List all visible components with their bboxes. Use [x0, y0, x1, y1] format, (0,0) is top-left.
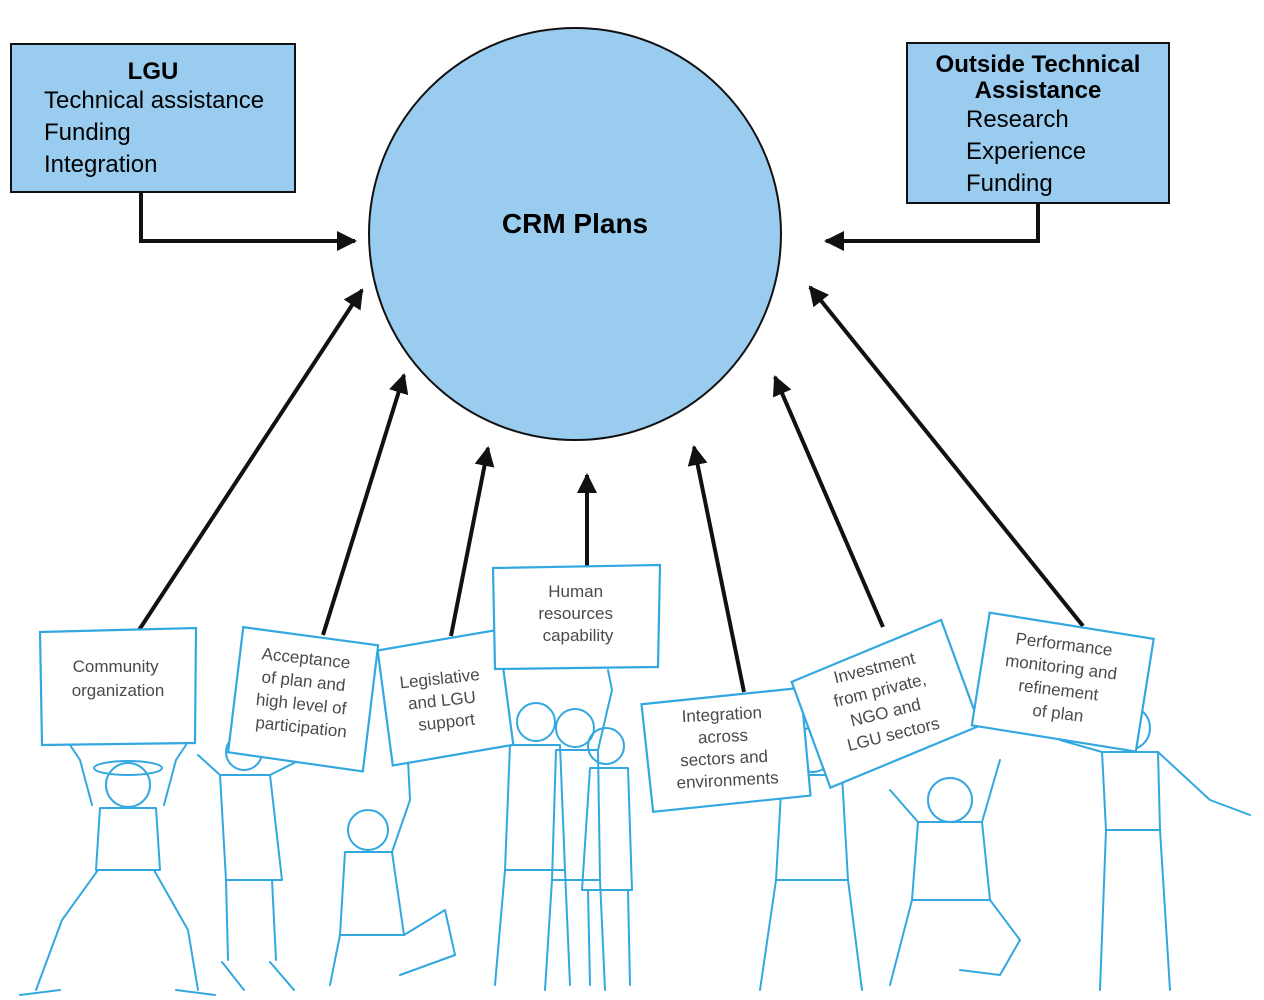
ota-title-line2: Assistance — [974, 77, 1102, 104]
ota-title-line1: Outside Technical — [935, 51, 1141, 78]
sign-line: resources — [538, 604, 613, 623]
sign-line: Human — [548, 582, 603, 601]
sign-line: capability — [543, 626, 614, 645]
crm-plans-circle — [368, 27, 782, 441]
ota-connector-arrow — [824, 204, 1040, 251]
arrow-legislative — [449, 446, 495, 637]
sign-community-organization: Community organization — [38, 626, 198, 747]
lgu-item: Funding — [44, 119, 131, 146]
lgu-item: Technical assistance — [44, 87, 265, 114]
ota-item: Research — [966, 106, 1069, 133]
sign-line: across — [697, 726, 748, 748]
outside-technical-assistance-box: Outside Technical Assistance Research Ex… — [906, 42, 1170, 204]
arrow-acceptance — [321, 373, 409, 636]
sign-acceptance: Acceptance of plan and high level of par… — [226, 625, 380, 773]
people-illustration — [19, 669, 1251, 996]
arrow-community-organization — [137, 288, 364, 632]
sign-line: Integration — [681, 703, 762, 726]
sign-investment: Investment from private, NGO and LGU sec… — [790, 618, 982, 790]
ota-item: Funding — [966, 170, 1053, 197]
sign-human-resources: Human resources capability — [491, 563, 662, 671]
svg-text:Community organization: Community organization — [72, 657, 165, 700]
sign-integration: Integration across sectors and environme… — [640, 686, 812, 814]
sign-performance: Performance monitoring and refinement of… — [970, 611, 1155, 753]
sign-line: organization — [72, 681, 165, 700]
crm-plans-label: CRM Plans — [501, 208, 649, 239]
lgu-box: LGU Technical assistance Funding Integra… — [10, 43, 296, 193]
lgu-item: Integration — [44, 151, 158, 178]
arrow-performance — [808, 285, 1085, 628]
arrow-investment — [772, 375, 885, 628]
lgu-connector-arrow — [139, 193, 357, 251]
sign-legislative: Legislative and LGU support — [376, 628, 515, 767]
svg-text:Human resources ca: Human resources capability — [538, 582, 617, 645]
lgu-title: LGU — [127, 58, 179, 85]
ota-item: Experience — [966, 138, 1087, 165]
arrow-integration — [687, 445, 746, 693]
sign-line: Community — [73, 657, 159, 676]
sign-line: sectors and — [680, 747, 769, 771]
